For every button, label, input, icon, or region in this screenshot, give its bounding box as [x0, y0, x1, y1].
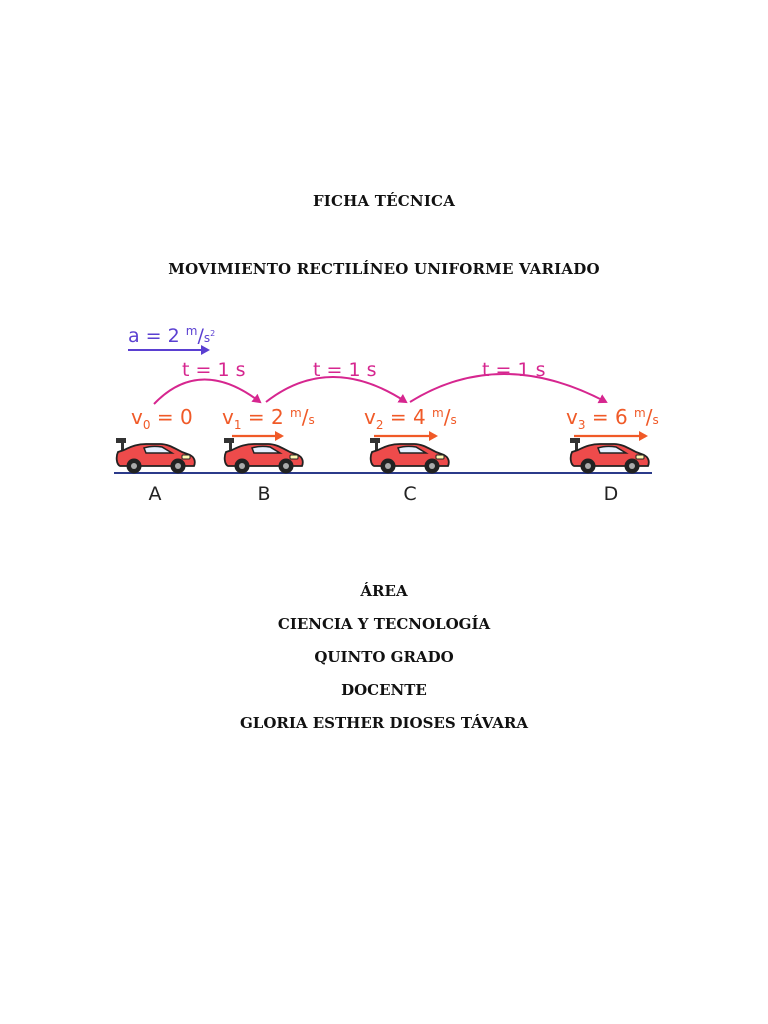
point-label-a: A [149, 483, 162, 505]
interval-label-3: t = 1 s [482, 359, 545, 381]
grade-name: QUINTO GRADO [314, 648, 454, 666]
interval-label-1: t = 1 s [182, 359, 245, 381]
velocity-label-a: v0 = 0 [131, 405, 193, 432]
velocity-label-c: v2 = 4 m/s [364, 405, 457, 432]
velocity-label-d: v3 = 6 m/s [566, 405, 659, 432]
acceleration-label: a = 2 m/s2 [128, 324, 215, 347]
interval-arc-3 [409, 373, 608, 404]
interval-arc-2 [265, 376, 408, 404]
point-label-b: B [257, 483, 270, 505]
car-icon-d [569, 437, 650, 475]
teacher-heading: DOCENTE [341, 681, 427, 699]
document-title: FICHA TÉCNICA [312, 192, 456, 210]
interval-arc-1 [153, 378, 262, 405]
car-icon-b [223, 437, 304, 475]
point-label-d: D [604, 483, 619, 505]
teacher-name: GLORIA ESTHER DIOSES TÁVARA [239, 714, 528, 732]
car-icon-c [369, 437, 450, 475]
car-icon-a [115, 437, 196, 475]
velocity-label-b: v1 = 2 m/s [222, 405, 315, 432]
area-heading: ÁREA [360, 582, 408, 600]
interval-label-2: t = 1 s [313, 359, 376, 381]
cover-info: ÁREA CIENCIA Y TECNOLOGÍA QUINTO GRADO D… [0, 580, 768, 745]
document-subtitle: MOVIMIENTO RECTILÍNEO UNIFORME VARIADO [168, 260, 600, 278]
area-name: CIENCIA Y TECNOLOGÍA [277, 615, 491, 633]
point-label-c: C [403, 483, 416, 505]
